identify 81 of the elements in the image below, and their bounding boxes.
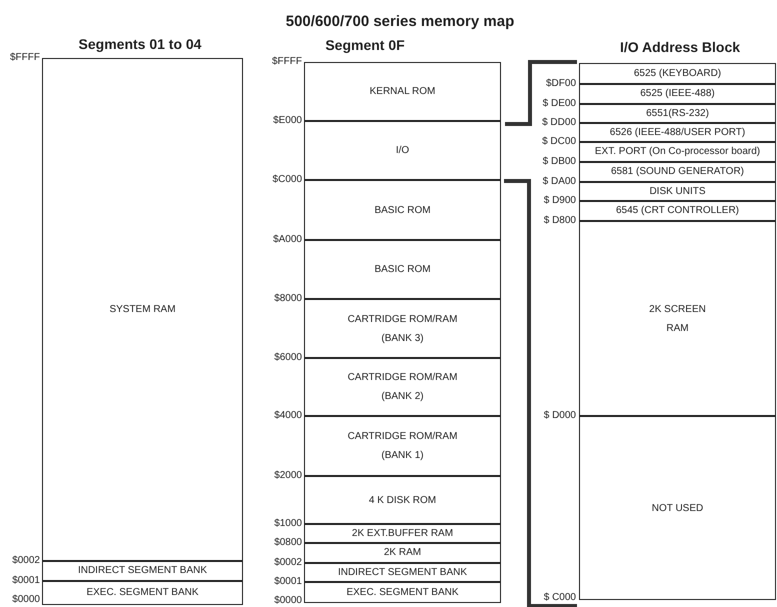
address-label: $8000 <box>274 293 302 305</box>
address-label: $1000 <box>274 518 302 530</box>
address-label: $0001 <box>12 575 40 587</box>
address-label: $0001 <box>274 576 302 588</box>
memory-region <box>304 180 501 240</box>
address-label: $ DB00 <box>542 156 576 168</box>
memory-region <box>304 543 501 563</box>
memory-region <box>304 358 501 416</box>
region-label: 2K EXT.BUFFER RAM <box>352 528 454 540</box>
memory-region <box>42 581 243 605</box>
memory-region <box>304 476 501 524</box>
address-label: $C000 <box>272 174 302 186</box>
memory-region <box>304 582 501 603</box>
address-label: $6000 <box>274 352 302 364</box>
memory-region <box>579 84 776 104</box>
address-label: $DF00 <box>546 78 576 90</box>
region-label: CARTRIDGE ROM/RAM (BANK 2) <box>346 371 458 404</box>
diagram-title: 500/600/700 series memory map <box>286 13 514 30</box>
memory-region <box>579 104 776 123</box>
memory-region <box>579 162 776 182</box>
address-label: $ DA00 <box>542 176 576 188</box>
address-label: $FFFF <box>10 52 40 64</box>
region-label: SYSTEM RAM <box>109 303 176 317</box>
address-label: $ DC00 <box>542 136 576 148</box>
region-label: DISK UNITS <box>649 186 706 198</box>
memory-region <box>304 121 501 180</box>
address-label: $ DD00 <box>542 117 576 129</box>
region-label: 6525 (IEEE-488) <box>640 88 715 100</box>
address-label: $ D800 <box>544 215 576 227</box>
column-heading: I/O Address Block <box>620 39 740 55</box>
address-label: $FFFF <box>272 56 302 68</box>
memory-region <box>579 182 776 201</box>
region-label: CARTRIDGE ROM/RAM (BANK 1) <box>346 430 458 463</box>
region-label: 6581 (SOUND GENERATOR) <box>611 166 744 178</box>
memory-region <box>579 123 776 142</box>
region-label: BASIC ROM <box>374 263 431 277</box>
address-label: $ C000 <box>544 592 576 604</box>
memory-region <box>304 524 501 543</box>
memory-region <box>304 240 501 299</box>
address-label: $ D000 <box>544 410 576 422</box>
region-label: 6526 (IEEE-488/USER PORT) <box>610 126 746 138</box>
address-label: $4000 <box>274 410 302 422</box>
region-label: INDIRECT SEGMENT BANK <box>78 565 208 577</box>
region-label: KERNAL ROM <box>370 85 436 99</box>
address-label: $0002 <box>12 555 40 567</box>
region-label: INDIRECT SEGMENT BANK <box>338 566 468 578</box>
address-label: $ D900 <box>544 195 576 207</box>
region-label: 2K RAM <box>384 547 422 559</box>
address-label: $2000 <box>274 470 302 482</box>
region-label: CARTRIDGE ROM/RAM (BANK 3) <box>346 312 458 346</box>
memory-region <box>42 561 243 581</box>
region-label: EXT. PORT (On Co-processor board) <box>594 146 760 158</box>
memory-region <box>304 62 501 121</box>
memory-region <box>579 221 776 416</box>
memory-region <box>42 58 243 561</box>
address-label: $0000 <box>12 594 40 606</box>
address-label: $0000 <box>274 595 302 607</box>
column-heading: Segment 0F <box>325 37 405 53</box>
region-label: I/O <box>396 144 410 158</box>
region-label: EXEC. SEGMENT BANK <box>346 586 459 598</box>
region-label: 6545 (CRT CONTROLLER) <box>616 205 739 217</box>
memory-region <box>304 416 501 476</box>
region-label: 6525 (KEYBOARD) <box>634 68 722 80</box>
region-label: 4 K DISK ROM <box>368 494 436 508</box>
region-label: NOT USED <box>652 502 704 516</box>
column-heading: Segments 01 to 04 <box>78 36 202 52</box>
address-label: $0800 <box>274 537 302 549</box>
address-label: $0002 <box>274 557 302 569</box>
region-label: 2K SCREEN RAM <box>648 302 707 336</box>
address-label: $ DE00 <box>542 98 576 110</box>
region-label: EXEC. SEGMENT BANK <box>86 587 199 599</box>
region-label: 6551(RS-232) <box>646 108 709 120</box>
address-label: $A000 <box>273 234 302 246</box>
memory-region <box>304 563 501 582</box>
memory-region <box>304 299 501 358</box>
memory-region <box>579 142 776 162</box>
memory-region <box>579 63 776 84</box>
memory-region <box>579 201 776 221</box>
address-label: $E000 <box>273 115 302 127</box>
region-label: BASIC ROM <box>374 204 431 218</box>
memory-region <box>579 416 776 600</box>
